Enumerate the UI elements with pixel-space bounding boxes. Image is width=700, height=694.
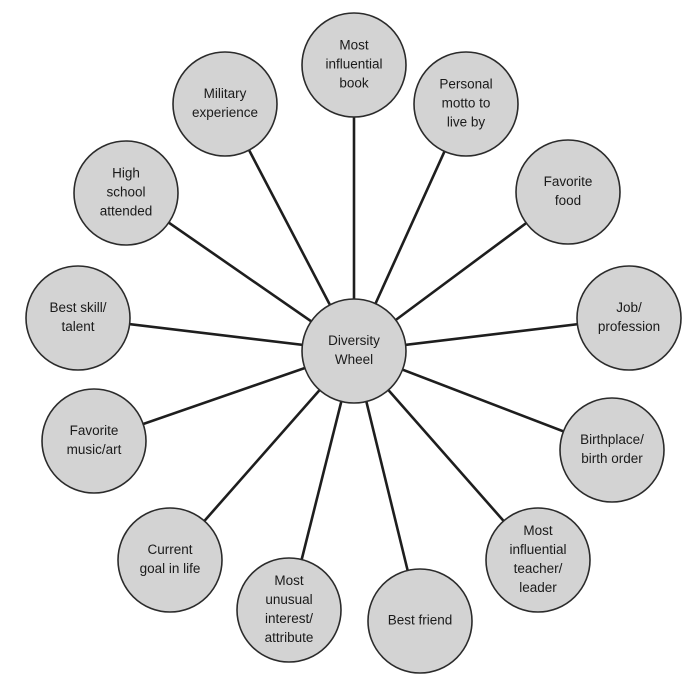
node-label-high-school-attended: High school attended (100, 166, 153, 219)
center-label-line: Diversity (328, 333, 380, 348)
nodes-group: Most influential book Personal motto to live … (25, 12, 682, 674)
node-label-most-influential-teacher-leader-line: teacher/ (514, 561, 563, 576)
node-label-best-friend: Best friend (388, 613, 453, 628)
node-label-most-influential-teacher-leader-line: leader (519, 580, 557, 595)
node-personal-motto: Personal motto to live by (413, 51, 519, 157)
node-military-experience: Military experience (172, 51, 278, 157)
node-label-most-unusual-interest-attribute-line: attribute (265, 630, 314, 645)
node-label-military-experience-line: Military (204, 86, 247, 101)
node-label-high-school-attended-line: school (106, 185, 145, 200)
node-high-school-attended: High school attended (73, 140, 179, 246)
node-label-personal-motto-line: motto to (442, 96, 491, 111)
node-circle-high-school-attended (73, 140, 179, 246)
node-label-birthplace-birth-order: Birthplace/birth order (580, 432, 644, 466)
node-circle-current-goal-in-life (117, 507, 223, 613)
node-circle-best-skill-talent (25, 265, 131, 371)
node-label-personal-motto-line: Personal (439, 77, 492, 92)
node-job-profession: Job/profession (576, 265, 682, 371)
node-circle-personal-motto (413, 51, 519, 157)
node-favorite-food: Favorite food (515, 139, 621, 245)
node-label-personal-motto: Personal motto to live by (439, 77, 492, 130)
node-circle-favorite-food (515, 139, 621, 245)
node-label-current-goal-in-life: Current goal in life (140, 542, 201, 576)
node-label-favorite-food: Favorite food (544, 174, 593, 208)
node-most-unusual-interest-attribute: Most unusual interest/attribute (236, 557, 342, 663)
node-circle-birthplace-birth-order (559, 397, 665, 503)
node-circle-most-influential-teacher-leader (485, 507, 591, 613)
node-best-skill-talent: Best skill/talent (25, 265, 131, 371)
node-label-high-school-attended-line: attended (100, 204, 153, 219)
node-label-most-influential-book: Most influential book (325, 38, 382, 91)
node-label-military-experience-line: experience (192, 105, 258, 120)
center-circle (301, 298, 407, 404)
node-label-current-goal-in-life-line: Current (147, 542, 192, 557)
node-label-birthplace-birth-order-line: birth order (581, 451, 643, 466)
node-circle-most-influential-book (301, 12, 407, 118)
node-label-job-profession-line: Job/ (616, 300, 642, 315)
node-circle-job-profession (576, 265, 682, 371)
node-label-high-school-attended-line: High (112, 166, 140, 181)
node-label-most-influential-book-line: influential (325, 57, 382, 72)
node-label-favorite-music-art: Favorite music/art (67, 423, 122, 457)
center-label-line: Wheel (335, 352, 373, 367)
node-birthplace-birth-order: Birthplace/birth order (559, 397, 665, 503)
node-label-best-skill-talent: Best skill/talent (49, 300, 106, 334)
node-circle-favorite-music-art (41, 388, 147, 494)
node-label-favorite-music-art-line: music/art (67, 442, 122, 457)
node-label-job-profession: Job/profession (598, 300, 660, 334)
node-circle-most-unusual-interest-attribute (236, 557, 342, 663)
node-label-most-unusual-interest-attribute-line: Most (274, 573, 304, 588)
node-most-influential-book: Most influential book (301, 12, 407, 118)
node-most-influential-teacher-leader: Most influential teacher/leader (485, 507, 591, 613)
node-label-best-friend-line: Best friend (388, 613, 453, 628)
node-circle-best-friend (367, 568, 473, 674)
node-label-most-influential-teacher-leader-line: influential (509, 542, 566, 557)
node-favorite-music-art: Favorite music/art (41, 388, 147, 494)
node-label-job-profession-line: profession (598, 319, 660, 334)
node-label-most-influential-teacher-leader: Most influential teacher/leader (509, 523, 566, 595)
node-current-goal-in-life: Current goal in life (117, 507, 223, 613)
node-label-most-influential-book-line: Most (339, 38, 369, 53)
node-label-most-unusual-interest-attribute-line: unusual (265, 592, 312, 607)
node-label-most-influential-book-line: book (339, 76, 369, 91)
node-label-favorite-music-art-line: Favorite (70, 423, 119, 438)
node-label-personal-motto-line: live by (447, 115, 486, 130)
node-label-current-goal-in-life-line: goal in life (140, 561, 201, 576)
node-label-military-experience: Military experience (192, 86, 258, 120)
node-best-friend: Best friend (367, 568, 473, 674)
node-circle-military-experience (172, 51, 278, 157)
node-label-birthplace-birth-order-line: Birthplace/ (580, 432, 644, 447)
node-label-most-unusual-interest-attribute: Most unusual interest/attribute (265, 573, 314, 645)
node-label-best-skill-talent-line: talent (61, 319, 94, 334)
node-label-best-skill-talent-line: Best skill/ (49, 300, 106, 315)
node-label-most-influential-teacher-leader-line: Most (523, 523, 553, 538)
node-label-favorite-food-line: Favorite (544, 174, 593, 189)
node-label-most-unusual-interest-attribute-line: interest/ (265, 611, 313, 626)
node-label-favorite-food-line: food (555, 193, 581, 208)
